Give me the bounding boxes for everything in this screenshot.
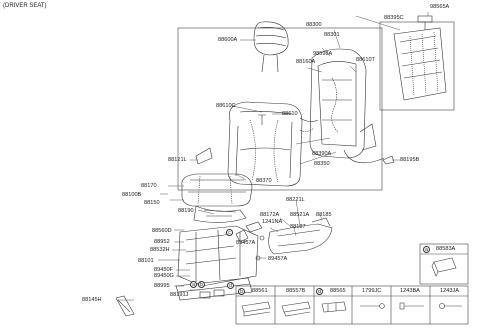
part-label: 88172A: [260, 212, 280, 218]
part-label: 89450F: [154, 267, 173, 273]
backrest-group-frame: [177, 27, 383, 191]
callout-letter: d: [227, 282, 234, 289]
legend-letter: b: [238, 287, 245, 295]
backrest-frame-drawing: [299, 48, 385, 164]
legend-table: [235, 243, 469, 325]
part-label: 88121L: [168, 157, 187, 163]
side-shield-drawing: [245, 217, 333, 255]
part-label: 88610T: [356, 57, 375, 63]
callout-letter: c: [226, 229, 233, 236]
part-label: 98565A: [430, 4, 450, 10]
legend-part-number: 1243BA: [400, 288, 420, 294]
part-label: 88101: [138, 258, 154, 264]
harness-drawing: [331, 77, 339, 133]
legend-part-sketches: [241, 257, 462, 317]
back-panel-frame: [379, 21, 455, 111]
part-label: 88610: [282, 111, 298, 117]
legend-part-number: 88565: [330, 288, 346, 294]
part-label: 89457A: [268, 256, 288, 262]
clip-drawing: [382, 155, 395, 165]
legend-letter: a: [423, 245, 430, 253]
legend-part-number: 1243JA: [440, 288, 459, 294]
legend-letter: d: [316, 287, 323, 295]
part-label: 89457A: [236, 240, 256, 246]
part-label: 89450G: [154, 273, 174, 279]
part-label: 88300: [306, 22, 322, 28]
part-label: 1241NA: [262, 219, 283, 225]
part-label: 88170: [141, 183, 157, 189]
legend-part-number: 1799JC: [362, 288, 382, 294]
part-label: 88195B: [400, 157, 420, 163]
part-label: 88600A: [218, 37, 238, 43]
back-panel-drawing: [393, 15, 447, 101]
part-label: 88610C: [216, 103, 236, 109]
part-label: 88350: [314, 161, 330, 167]
part-label: 88395C: [384, 15, 404, 21]
part-label: 88100B: [122, 192, 142, 198]
legend-part-number: 88557B: [286, 288, 306, 294]
bottom-trim-drawing: [115, 295, 135, 317]
part-label: 88150: [144, 200, 160, 206]
part-label: 88221L: [286, 197, 305, 203]
legend-part-number: 88583A: [436, 246, 456, 252]
part-label: 88187: [290, 224, 306, 230]
part-label: 88370: [256, 178, 272, 184]
callout-letter: b: [198, 281, 205, 288]
pin-drawing: [258, 114, 266, 125]
part-label: 88160A: [296, 59, 316, 65]
part-label: 98598A: [313, 51, 333, 57]
screw-drawing-2: [259, 235, 265, 241]
part-label: 88521A: [290, 212, 310, 218]
part-label: 88952: [154, 239, 170, 245]
part-label: 88560D: [152, 228, 172, 234]
part-label: 88301: [324, 32, 340, 38]
leader-lines: [118, 12, 429, 301]
callout-letter: a: [190, 281, 197, 288]
part-label: 88145H: [82, 297, 102, 303]
side-cover-drawing: [195, 147, 213, 165]
seat-cushion-drawing: [181, 173, 253, 223]
backrest-cushion-drawing: [227, 101, 303, 187]
part-label: 88532H: [150, 247, 170, 253]
diagram-header: (DRIVER SEAT): [3, 3, 47, 9]
headrest-drawing: [253, 21, 289, 73]
part-label: 88390A: [312, 151, 332, 157]
part-label: 88185: [316, 212, 332, 218]
part-label: 88191J: [170, 292, 189, 298]
part-label: 88190: [178, 208, 194, 214]
seat-track-drawing: [175, 225, 259, 301]
legend-part-number: 88561: [252, 288, 268, 294]
part-label: 88995: [154, 283, 170, 289]
small-bracket-drawing: [235, 229, 249, 243]
